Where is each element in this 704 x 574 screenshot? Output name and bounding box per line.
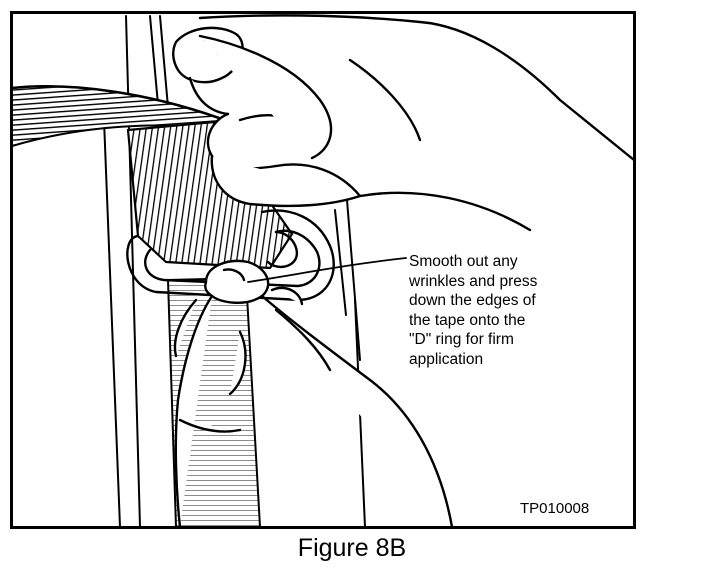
callout-line: "D" ring for firm: [409, 331, 514, 348]
reference-code: TP010008: [520, 500, 590, 517]
callout-text: Smooth out any wrinkles and press down t…: [409, 252, 619, 369]
d-ring: [126, 209, 335, 302]
callout-leader-line: [247, 257, 407, 283]
callout-line: Smooth out any: [409, 253, 518, 270]
callout-line: the tape onto the: [409, 311, 526, 329]
lower-hand: [173, 259, 454, 527]
callout-line: wrinkles and press: [409, 272, 538, 290]
figure-caption: Figure 8B: [297, 534, 407, 562]
upper-hand: [172, 14, 634, 232]
callout-line: application: [409, 350, 484, 368]
callout-line: down the edges of: [409, 292, 536, 309]
